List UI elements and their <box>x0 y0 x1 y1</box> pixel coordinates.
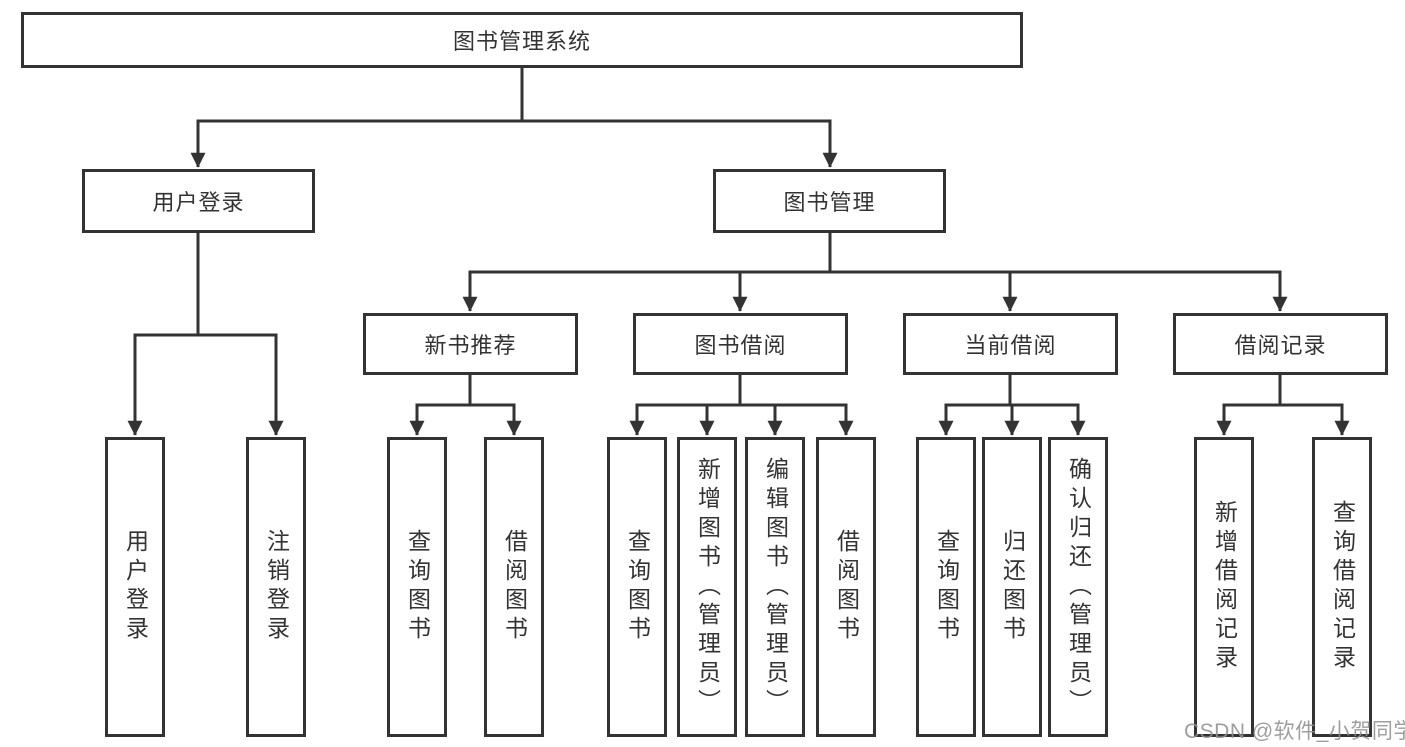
leaf-bb-query-books: 查询图书 <box>607 437 667 737</box>
node-root: 图书管理系统 <box>21 12 1023 68</box>
edge-bookmgmt-to-borrowrecords <box>828 233 1288 312</box>
watermark: CSDN @软件_小贺同学 <box>1184 720 1405 743</box>
leaf-nbr-query-books: 查询图书 <box>387 437 447 737</box>
leaf-cb-query-books: 查询图书 <box>916 437 976 737</box>
edge-userlogin-to-leaf-logout <box>196 233 284 436</box>
leaf-bb-borrow-books: 借阅图书 <box>816 437 876 737</box>
leaf-user-login: 用户登录 <box>105 437 165 737</box>
leaf-br-query-record: 查询借阅记录 <box>1312 437 1372 737</box>
edge-bb-to-borrow <box>738 375 854 436</box>
edge-cb-to-confirm <box>1008 375 1086 436</box>
edge-bb-to-add <box>699 375 742 436</box>
leaf-bb-edit-book-admin: 编辑图书（管理员） <box>745 437 805 737</box>
node-borrow-records: 借阅记录 <box>1173 313 1388 375</box>
leaf-br-add-record: 新增借阅记录 <box>1194 437 1254 737</box>
node-current-borrow: 当前借阅 <box>903 313 1118 375</box>
leaf-cb-return-book: 归还图书 <box>982 437 1042 737</box>
edge-cb-to-query <box>938 375 1012 436</box>
node-new-book-recommend: 新书推荐 <box>363 313 578 375</box>
leaf-cb-confirm-return-admin: 确认归还（管理员） <box>1048 437 1108 737</box>
leaf-logout: 注销登录 <box>246 437 306 737</box>
edge-br-to-query <box>1278 375 1350 436</box>
edge-root-to-book-mgmt <box>520 67 838 168</box>
edge-bookmgmt-to-bookborrow <box>732 233 832 312</box>
edge-nbr-to-borrow <box>468 375 522 436</box>
edge-userlogin-to-leaf-login <box>127 233 200 436</box>
leaf-nbr-borrow-books: 借阅图书 <box>484 437 544 737</box>
edge-br-to-add <box>1216 375 1282 436</box>
node-book-borrow: 图书借阅 <box>633 313 848 375</box>
edge-root-to-user-login <box>190 67 524 168</box>
leaf-bb-add-book-admin: 新增图书（管理员） <box>677 437 737 737</box>
node-user-login: 用户登录 <box>82 169 315 233</box>
node-book-management: 图书管理 <box>713 169 946 233</box>
edge-nbr-to-query <box>409 375 472 436</box>
